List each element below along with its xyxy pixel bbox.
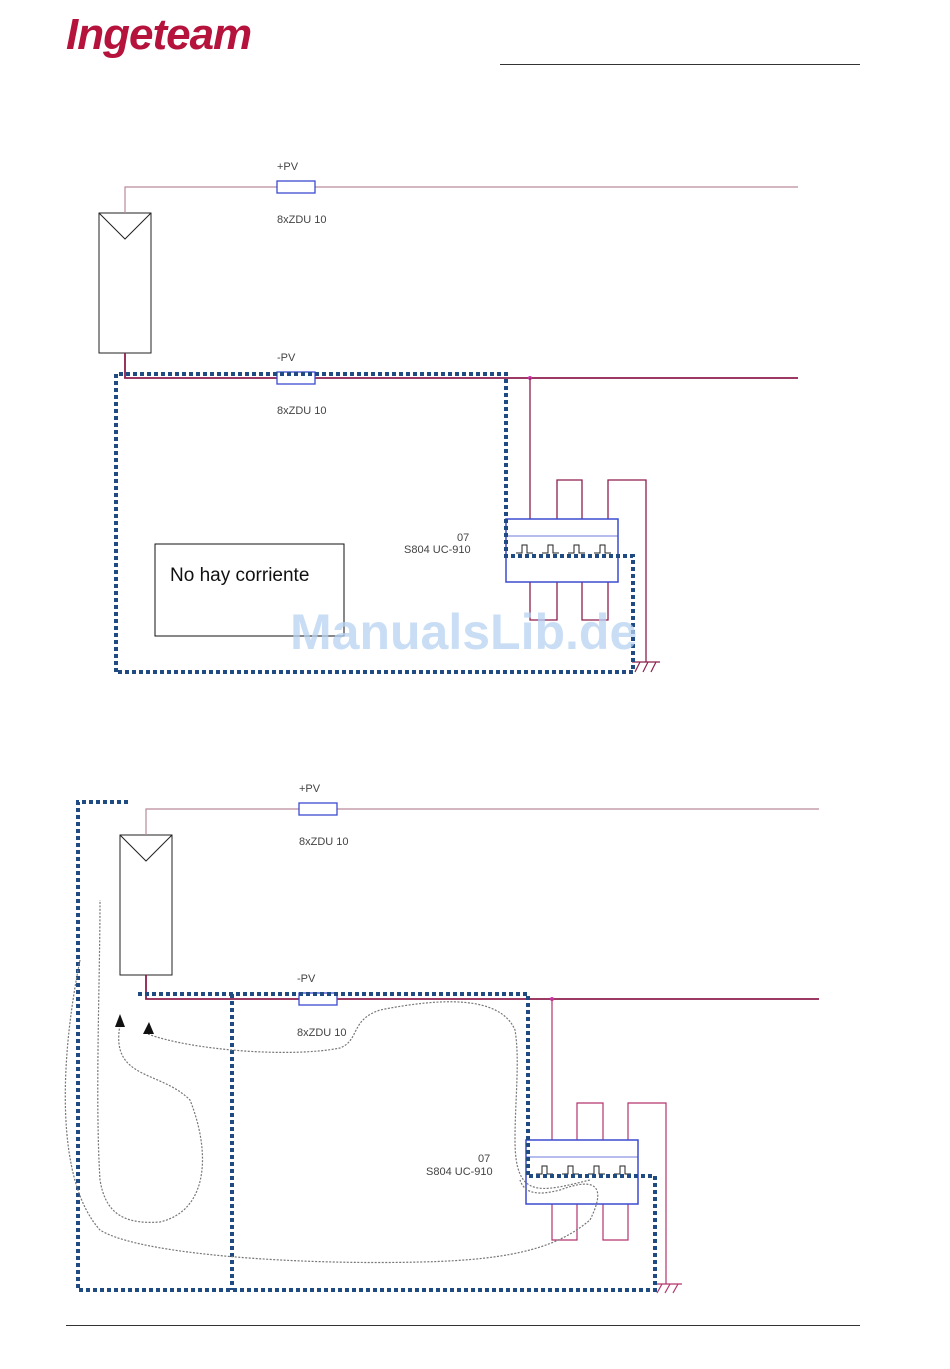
arrow-head-icon <box>115 1014 125 1027</box>
positive-fuse-label: 8xZDU 10 <box>299 836 349 848</box>
diagram-no-current: +PV 8xZDU 10 -PV 8xZDU 10 07 S804 UC-910 <box>99 161 798 672</box>
negative-fuse-label: 8xZDU 10 <box>297 1027 347 1039</box>
negative-fuse-icon <box>299 993 337 1005</box>
ground-icon <box>654 1284 682 1293</box>
positive-fuse-label: 8xZDU 10 <box>277 214 327 226</box>
relay-number: 07 <box>457 532 469 544</box>
positive-wire <box>146 809 819 835</box>
relay-block-icon <box>526 1140 638 1204</box>
negative-label: -PV <box>277 352 296 364</box>
relay-model: S804 UC-910 <box>426 1166 493 1178</box>
positive-label: +PV <box>277 161 299 173</box>
relay-number: 07 <box>478 1153 490 1165</box>
negative-label: -PV <box>297 973 316 985</box>
positive-label: +PV <box>299 783 321 795</box>
negative-fuse-label: 8xZDU 10 <box>277 405 327 417</box>
positive-fuse-icon <box>277 181 315 193</box>
pv-panel-icon <box>120 835 172 975</box>
relay-model: S804 UC-910 <box>404 544 471 556</box>
footer-rule <box>66 1325 860 1326</box>
watermark: ManualsLib.de <box>290 603 637 661</box>
relay-block-icon <box>506 519 618 582</box>
ground-icon <box>632 662 660 672</box>
pv-panel-icon <box>99 213 151 353</box>
diagram-leakage-current: +PV 8xZDU 10 -PV 8xZDU 10 07 S804 UC-910 <box>65 783 819 1293</box>
arrow-head-icon <box>143 1022 154 1034</box>
positive-wire <box>125 187 798 213</box>
positive-fuse-icon <box>299 803 337 815</box>
no-current-text: No hay corriente <box>170 565 309 586</box>
